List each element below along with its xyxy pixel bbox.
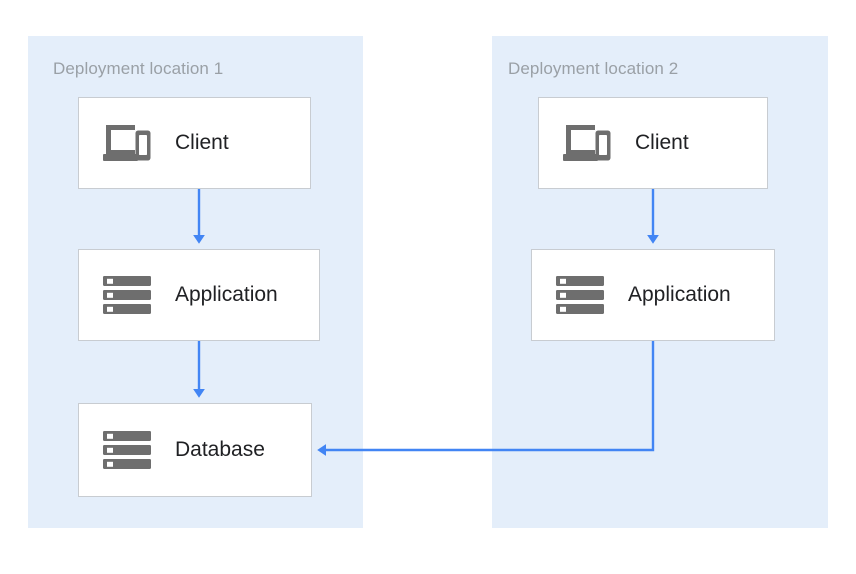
node-label-client-2: Client (635, 131, 689, 154)
zone-label-1: Deployment location 1 (53, 59, 224, 78)
node-label-application-2: Application (628, 283, 731, 306)
server-stack-icon (554, 273, 606, 317)
node-application-1[interactable]: Application (78, 249, 320, 341)
server-stack-icon (101, 273, 153, 317)
node-client-2[interactable]: Client (538, 97, 768, 189)
node-label-client-1: Client (175, 131, 229, 154)
node-label-application-1: Application (175, 283, 278, 306)
node-label-database-1: Database (175, 438, 265, 461)
zone-label-2: Deployment location 2 (508, 59, 679, 78)
node-database-1[interactable]: Database (78, 403, 312, 497)
client-devices-icon (101, 121, 153, 165)
node-client-1[interactable]: Client (78, 97, 311, 189)
server-stack-icon (101, 428, 153, 472)
node-application-2[interactable]: Application (531, 249, 775, 341)
client-devices-icon (561, 121, 613, 165)
